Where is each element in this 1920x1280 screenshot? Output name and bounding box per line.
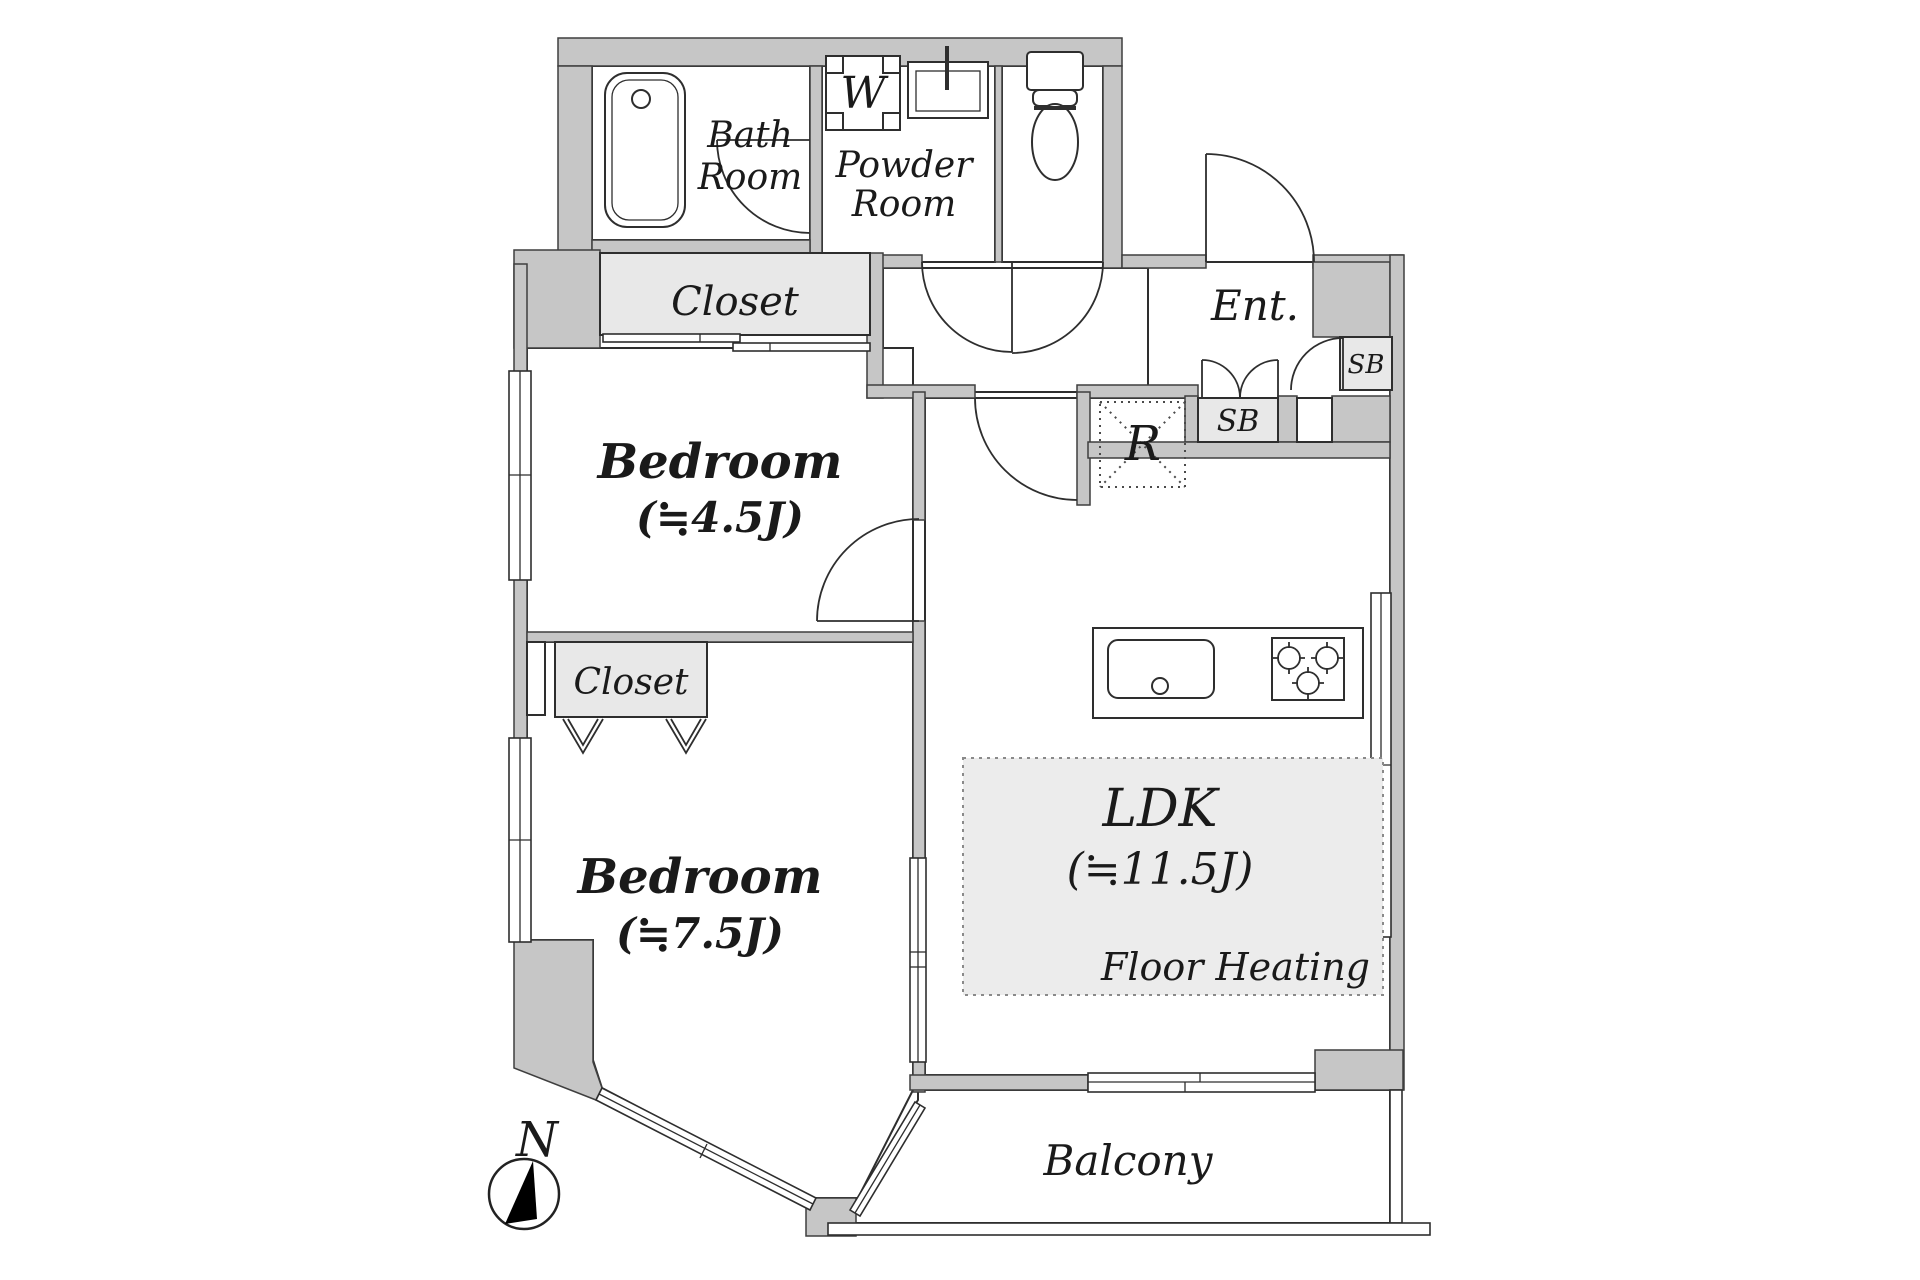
wall-topblock-left bbox=[557, 65, 593, 254]
bedroom-large-label: Bedroom bbox=[576, 849, 823, 905]
ldk-size: (≒11.5J) bbox=[1067, 844, 1254, 895]
closet-lower-box bbox=[554, 641, 708, 718]
balcony-right-rail bbox=[1389, 1089, 1403, 1224]
closet-top-sliding-doors bbox=[602, 333, 871, 352]
wall-sb-mid bbox=[1277, 395, 1298, 443]
wall-left-block bbox=[513, 249, 601, 349]
toilet-icon bbox=[1026, 51, 1084, 181]
balcony-bottom-rail bbox=[827, 1222, 1431, 1236]
refrigerator-label: R bbox=[1124, 416, 1161, 472]
kitchen-counter bbox=[1092, 627, 1364, 719]
kitchen-sink-icon bbox=[1107, 639, 1215, 699]
toilet-door bbox=[1011, 261, 1104, 354]
wall-bedroom-divider bbox=[526, 631, 914, 643]
wall-sb-right bbox=[1331, 395, 1391, 443]
wall-hall-bottom-right bbox=[1076, 384, 1199, 399]
wall-ldk-corner-block bbox=[1314, 1049, 1404, 1091]
balcony-label: Balcony bbox=[1043, 1136, 1214, 1185]
shoe-box-entrance-label: SB bbox=[1348, 350, 1385, 380]
washing-machine-icon bbox=[825, 55, 901, 131]
closet-lower-pillar bbox=[526, 641, 546, 716]
shoe-box-door bbox=[1290, 337, 1344, 391]
powder-room-label-2: Room bbox=[851, 184, 957, 225]
bedroom-small-floor bbox=[526, 347, 914, 639]
window-bedroom-small-left bbox=[508, 370, 532, 581]
wall-bath-bottom bbox=[591, 239, 811, 254]
walls bbox=[513, 37, 1405, 1237]
stove-burners-icon bbox=[1271, 637, 1345, 701]
powder-room-label-1: Powder bbox=[835, 145, 975, 186]
hallway-floor bbox=[882, 267, 1151, 393]
wall-ent-top-left bbox=[1121, 254, 1207, 269]
closet-top-box bbox=[599, 252, 871, 336]
hall-ldk-door bbox=[974, 397, 1078, 501]
labels: Bath Room Powder Room W Closet Ent. SB S… bbox=[574, 68, 1385, 1185]
bath-room-label-1: Bath bbox=[706, 115, 793, 156]
doors bbox=[716, 139, 1344, 622]
entrance-closet-double-doors bbox=[1201, 359, 1279, 399]
wall-powder-toilet bbox=[994, 65, 1003, 263]
wall-bath-powder bbox=[809, 65, 823, 254]
bath-door bbox=[716, 139, 811, 234]
shoe-box-hall-label: SB bbox=[1217, 404, 1260, 439]
entrance-door bbox=[1205, 153, 1315, 263]
wall-ldk-bottom bbox=[909, 1074, 1089, 1091]
bedroom-small-size: (≒4.5J) bbox=[636, 493, 804, 542]
bath-room-label-2: Room bbox=[697, 157, 803, 198]
compass-north-label: N bbox=[515, 1112, 560, 1168]
bedroom-small-door bbox=[816, 518, 920, 622]
compass-needle-icon bbox=[505, 1161, 537, 1224]
window-bedroom-large-left bbox=[508, 737, 532, 943]
floor-heating-label: Floor Heating bbox=[1100, 945, 1370, 989]
wall-ent-chunk bbox=[1312, 261, 1391, 338]
entrance-label: Ent. bbox=[1210, 281, 1299, 330]
storage bbox=[526, 252, 1393, 755]
closet-lower-label: Closet bbox=[574, 662, 690, 703]
shoe-box-hall bbox=[1197, 397, 1279, 443]
ldk-label: LDK bbox=[1101, 779, 1220, 839]
shoe-box-entrance bbox=[1339, 336, 1393, 391]
powder-door bbox=[921, 261, 1013, 353]
wall-bedroom-ldk-upper bbox=[912, 391, 926, 521]
wall-topblock-right bbox=[1102, 65, 1123, 269]
window-ldk-balcony bbox=[1087, 1072, 1316, 1093]
wall-sb-left bbox=[1184, 395, 1199, 443]
sliding-partition-bedroom-ldk bbox=[909, 857, 927, 1063]
bedroom-small-label: Bedroom bbox=[596, 434, 843, 490]
washer-label: W bbox=[840, 68, 889, 119]
closet-top-label: Closet bbox=[671, 279, 800, 325]
floor-heating-area bbox=[962, 757, 1384, 996]
window-bedroom-diagonal bbox=[594, 1086, 818, 1212]
compass-north: N bbox=[487, 1112, 561, 1231]
bedroom-large-size: (≒7.5J) bbox=[616, 909, 784, 958]
wall-bedroom-ldk-mid bbox=[912, 620, 926, 861]
closet-lower-folding-doors bbox=[562, 718, 707, 755]
bathtub-icon bbox=[604, 72, 686, 228]
window-ldk-diagonal bbox=[848, 1100, 927, 1218]
wall-corner-block bbox=[513, 939, 603, 1101]
utility-box bbox=[1296, 397, 1333, 443]
sink-icon bbox=[907, 46, 989, 119]
refrigerator-space bbox=[1099, 401, 1186, 488]
fixtures bbox=[604, 46, 1364, 719]
